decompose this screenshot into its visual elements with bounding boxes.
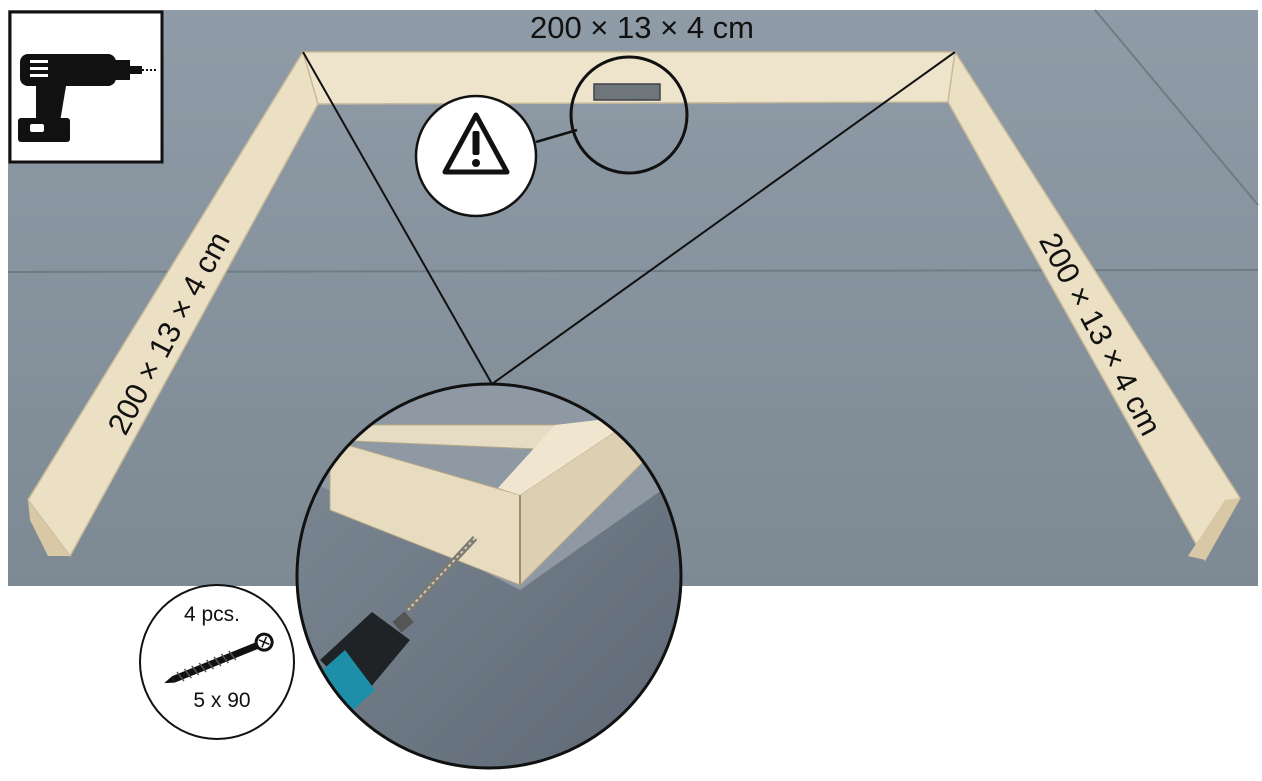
left-board-edge — [28, 500, 70, 556]
screw-badge: 4 pcs. 5 x 90 — [139, 584, 295, 740]
metal-bracket — [593, 83, 661, 101]
callout-line — [491, 51, 956, 385]
warning-callout-line — [535, 128, 578, 144]
floor-seam — [1094, 9, 1259, 206]
wood-screw-icon — [164, 632, 274, 684]
detail-zoom-circle — [297, 384, 681, 768]
warning-triangle-icon — [442, 112, 510, 175]
bracket-highlight-circle — [569, 55, 689, 175]
callout-line — [302, 51, 493, 385]
screw-size: 5 x 90 — [193, 689, 250, 712]
tool-box — [8, 10, 164, 164]
cordless-drill-icon — [18, 54, 158, 142]
screw-quantity: 4 pcs. — [184, 603, 240, 626]
right-board-edge — [1188, 498, 1240, 560]
warning-badge — [414, 94, 538, 218]
top-board-dimension: 200 × 13 × 4 cm — [530, 10, 754, 45]
